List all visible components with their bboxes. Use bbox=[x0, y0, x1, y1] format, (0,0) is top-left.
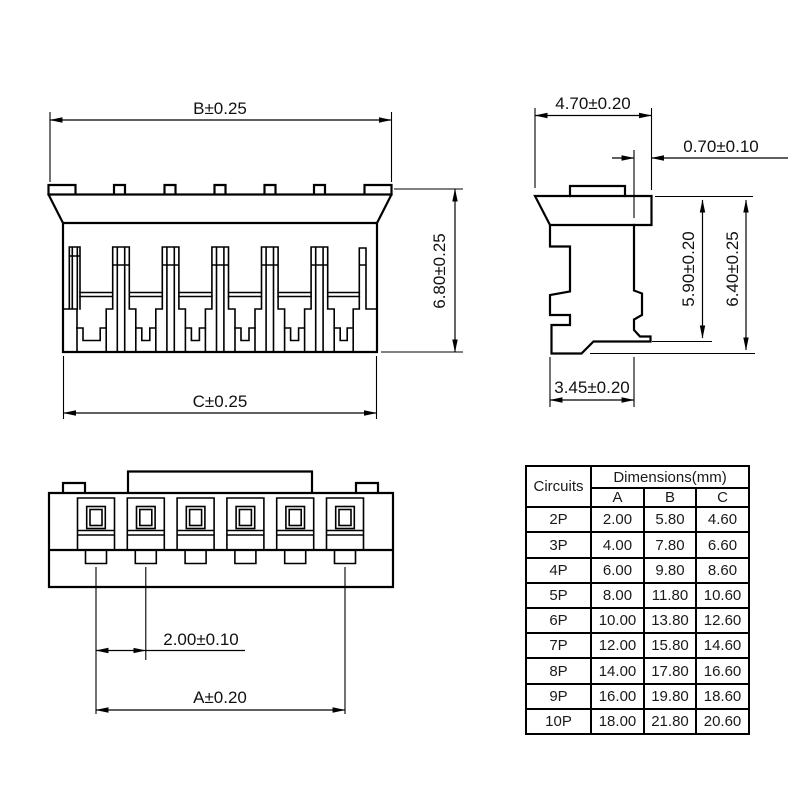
front-extension-lines bbox=[49, 112, 463, 419]
circuits-cell: 4P bbox=[525, 556, 592, 584]
dim-b-cell: 7.80 bbox=[643, 531, 697, 559]
front-dim-bottom-width-label: C±0.25 bbox=[193, 392, 248, 411]
dim-b-cell: 13.80 bbox=[643, 607, 697, 635]
bottom-dim-pitch-label: 2.00±0.10 bbox=[163, 630, 239, 649]
dim-a-cell: 10.00 bbox=[590, 607, 645, 635]
bottom-view: 2.00±0.10 A±0.20 bbox=[47, 470, 395, 714]
table-row: 7P 12.00 15.80 14.60 bbox=[525, 632, 751, 660]
table-row: 3P 4.00 7.80 6.60 bbox=[525, 531, 751, 559]
side-top-boss bbox=[548, 184, 636, 227]
dim-a-cell: 16.00 bbox=[590, 682, 645, 710]
table-row: 8P 14.00 17.80 16.60 bbox=[525, 657, 751, 685]
side-view: 4.70±0.20 0.70±0.10 5.90±0.20 6.40±0.25 … bbox=[533, 94, 788, 407]
side-outline bbox=[533, 194, 653, 355]
circuits-cell: 5P bbox=[525, 581, 592, 610]
side-extension-lines bbox=[534, 108, 755, 407]
table-col-a: A bbox=[590, 487, 645, 509]
dim-b-cell: 19.80 bbox=[643, 682, 697, 710]
dimensions-table: Circuits Dimensions(mm) A B C 2P 2.00 5.… bbox=[525, 464, 751, 736]
bottom-outline bbox=[47, 470, 395, 589]
dim-c-cell: 8.60 bbox=[694, 556, 751, 584]
side-dim-latch-height-label: 5.90±0.20 bbox=[679, 231, 698, 307]
dim-b-cell: 15.80 bbox=[643, 632, 697, 660]
table-row: 5P 8.00 11.80 10.60 bbox=[525, 581, 751, 610]
circuits-cell: 8P bbox=[525, 657, 592, 685]
side-dim-total-height-label: 6.40±0.25 bbox=[723, 231, 742, 307]
side-dim-depth-label: 4.70±0.20 bbox=[555, 94, 631, 113]
table-row: 6P 10.00 13.80 12.60 bbox=[525, 607, 751, 635]
circuits-cell: 2P bbox=[525, 506, 592, 534]
dim-c-cell: 20.60 bbox=[694, 707, 751, 736]
dim-c-cell: 6.60 bbox=[694, 531, 751, 559]
table-corner-header: Circuits bbox=[525, 464, 592, 509]
dim-c-cell: 14.60 bbox=[694, 632, 751, 660]
dim-a-cell: 6.00 bbox=[590, 556, 645, 584]
circuits-cell: 3P bbox=[525, 531, 592, 559]
side-dim-base-depth-label: 3.45±0.20 bbox=[554, 378, 630, 397]
table-group-header: Dimensions(mm) bbox=[589, 464, 751, 490]
bottom-sockets bbox=[76, 497, 365, 565]
dim-a-cell: 4.00 bbox=[590, 531, 645, 559]
front-view: B±0.25 6.80±0.25 C±0.25 bbox=[47, 99, 463, 419]
dim-a-cell: 18.00 bbox=[590, 707, 645, 736]
dim-c-cell: 18.60 bbox=[694, 682, 751, 710]
dim-b-cell: 5.80 bbox=[643, 506, 697, 534]
front-dim-top-width-label: B±0.25 bbox=[193, 99, 247, 118]
front-outline bbox=[47, 183, 393, 354]
dim-a-cell: 2.00 bbox=[590, 506, 645, 534]
dim-a-cell: 14.00 bbox=[590, 657, 645, 685]
dim-c-cell: 12.60 bbox=[694, 607, 751, 635]
dim-b-cell: 17.80 bbox=[643, 657, 697, 685]
front-dim-height-label: 6.80±0.25 bbox=[430, 233, 449, 309]
table-row: 4P 6.00 9.80 8.60 bbox=[525, 556, 751, 584]
circuits-cell: 7P bbox=[525, 632, 592, 660]
table-col-b: B bbox=[643, 487, 697, 509]
table-col-c: C bbox=[694, 487, 751, 509]
circuits-cell: 6P bbox=[525, 607, 592, 635]
dim-b-cell: 11.80 bbox=[643, 581, 697, 610]
dim-a-cell: 12.00 bbox=[590, 632, 645, 660]
table-row: 2P 2.00 5.80 4.60 bbox=[525, 506, 751, 534]
dim-c-cell: 10.60 bbox=[694, 581, 751, 610]
dim-c-cell: 16.60 bbox=[694, 657, 751, 685]
front-cavity-pins bbox=[62, 246, 378, 353]
dim-a-cell: 8.00 bbox=[590, 581, 645, 610]
table-row: 10P 18.00 21.80 20.60 bbox=[525, 707, 751, 736]
side-dim-flange-offset-label: 0.70±0.10 bbox=[683, 137, 759, 156]
circuits-cell: 10P bbox=[525, 707, 592, 736]
dim-b-cell: 9.80 bbox=[643, 556, 697, 584]
circuits-cell: 9P bbox=[525, 682, 592, 710]
dim-c-cell: 4.60 bbox=[694, 506, 751, 534]
dim-b-cell: 21.80 bbox=[643, 707, 697, 736]
bottom-dim-span-label: A±0.20 bbox=[193, 688, 247, 707]
table-row: 9P 16.00 19.80 18.60 bbox=[525, 682, 751, 710]
bottom-extension-lines bbox=[95, 567, 346, 714]
